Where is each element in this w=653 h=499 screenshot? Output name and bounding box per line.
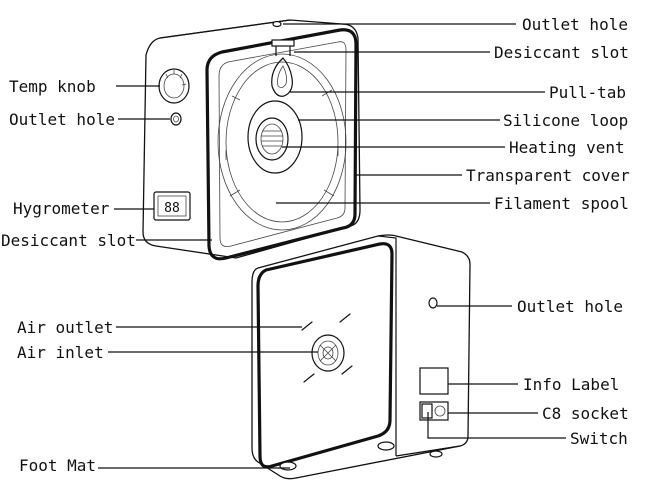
filament-spool xyxy=(217,53,347,231)
label-temp-knob: Temp knob xyxy=(9,77,96,96)
label-filament-spool: Filament spool xyxy=(494,194,629,213)
label-heating-vent: Heating vent xyxy=(509,138,625,157)
label-info-label: Info Label xyxy=(523,375,619,394)
label-silicone-loop: Silicone loop xyxy=(503,111,628,130)
label-pull-tab: Pull-tab xyxy=(549,83,626,102)
label-air-outlet: Air outlet xyxy=(17,318,113,337)
top-unit: 88 xyxy=(142,19,361,261)
silicone-loop xyxy=(247,100,303,174)
air-outlet-slots xyxy=(301,313,353,383)
transparent-cover xyxy=(205,28,358,261)
outlet-hole-bottom xyxy=(428,297,438,309)
label-outlet-hole-bottom: Outlet hole xyxy=(517,297,623,316)
label-foot-mat: Foot Mat xyxy=(19,456,96,475)
label-outlet-hole-top: Outlet hole xyxy=(522,15,628,34)
air-inlet-fan xyxy=(311,334,345,372)
outlet-hole-top xyxy=(272,20,282,28)
label-hygrometer: Hygrometer xyxy=(13,199,110,218)
hygrometer-display: 88 xyxy=(164,201,180,216)
bottom-unit xyxy=(251,234,471,480)
power-switch[interactable] xyxy=(421,403,433,419)
label-c8-socket: C8 socket xyxy=(542,404,629,423)
label-switch: Switch xyxy=(570,429,628,448)
label-outlet-hole-left: Outlet hole xyxy=(9,110,115,129)
top-unit-housing xyxy=(142,19,361,259)
labels: Outlet hole Desiccant slot Pull-tab Sili… xyxy=(1,15,630,475)
label-desiccant-slot-left: Desiccant slot xyxy=(1,231,136,250)
outlet-hole-left xyxy=(170,112,182,126)
leader-lines xyxy=(98,23,566,469)
label-transparent-cover: Transparent cover xyxy=(466,166,630,185)
label-air-inlet: Air inlet xyxy=(17,343,104,362)
back-panel xyxy=(256,242,394,469)
info-label-area xyxy=(419,367,449,395)
hygrometer: 88 xyxy=(153,191,191,221)
temp-knob[interactable] xyxy=(158,68,190,104)
label-desiccant-slot-top: Desiccant slot xyxy=(494,43,629,62)
heating-vent xyxy=(255,117,289,161)
desiccant-slot-top xyxy=(271,39,295,47)
